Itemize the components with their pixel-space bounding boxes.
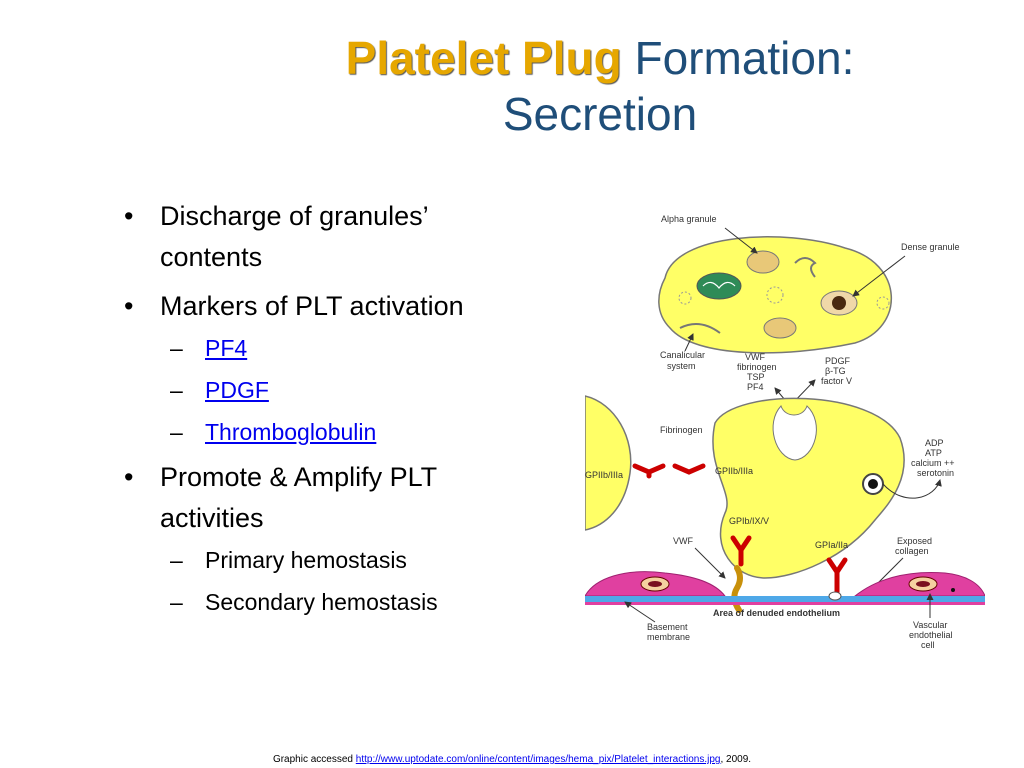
label-collagen: collagen [895, 546, 929, 556]
slide-title: Platelet Plug Formation: Secretion [300, 30, 900, 142]
bullet-promote: Promote & Amplify PLT activities [118, 457, 538, 539]
label-fibrinogen: Fibrinogen [660, 425, 703, 435]
label-atp: ATP [925, 448, 942, 458]
bullet-list: Discharge of granules’ contents Markers … [118, 196, 538, 623]
label-vwf-top: VWF [745, 352, 765, 362]
title-highlight: Platelet Plug [345, 32, 622, 84]
label-vwf: VWF [673, 536, 693, 546]
secreting-granule [772, 405, 817, 461]
receptor-gp2b3a [632, 463, 706, 479]
label-btg: β-TG [825, 366, 846, 376]
label-tsp: TSP [747, 372, 765, 382]
sub-bullet-pdgf: PDGF [118, 369, 538, 411]
sub-bullet-primary: Primary hemostasis [118, 539, 538, 581]
label-dense-granule: Dense granule [901, 242, 960, 252]
label-endothelial-3: cell [921, 640, 935, 650]
label-gp1b: GPIb/IX/V [729, 516, 769, 526]
mitochondrion [696, 272, 742, 300]
resting-platelet [658, 236, 892, 354]
label-alpha-granule: Alpha granule [661, 214, 717, 224]
label-basement-2: membrane [647, 632, 690, 642]
link-pf4[interactable]: PF4 [205, 335, 248, 361]
bullet-discharge: Discharge of granules’ contents [118, 196, 538, 278]
link-pdgf[interactable]: PDGF [205, 377, 269, 403]
title-line-1: Platelet Plug Formation: [300, 30, 900, 86]
label-serotonin: serotonin [917, 468, 954, 478]
sub-bullet-thromboglobulin: Thromboglobulin [118, 411, 538, 453]
endothelium-layer [585, 571, 985, 605]
label-canalicular-1: Canalicular [660, 350, 705, 360]
label-denuded: Area of denuded endothelium [713, 608, 840, 618]
label-pf4: PF4 [747, 382, 764, 392]
activated-platelet [712, 397, 905, 579]
receptor-gp1a [826, 557, 848, 595]
label-exposed: Exposed [897, 536, 932, 546]
label-gp2b3a-right: GPIIb/IIIa [715, 466, 753, 476]
label-gp2b3a-left: GPIIb/IIIa [585, 470, 623, 480]
sub-bullet-secondary: Secondary hemostasis [118, 581, 538, 623]
label-endothelial-1: Vascular [913, 620, 947, 630]
bullet-markers: Markers of PLT activation [118, 286, 538, 327]
platelet-interaction-diagram: Alpha granule Dense granule Canalicular … [585, 214, 985, 650]
label-factor-v: factor V [821, 376, 852, 386]
label-adp: ADP [925, 438, 944, 448]
label-calcium: calcium ++ [911, 458, 955, 468]
label-basement-1: Basement [647, 622, 688, 632]
sub-bullet-pf4: PF4 [118, 327, 538, 369]
adjacent-platelet [585, 395, 632, 531]
label-fibrinogen-top: fibrinogen [737, 362, 777, 372]
label-gp1a: GPIa/IIa [815, 540, 848, 550]
label-pdgf: PDGF [825, 356, 851, 366]
label-endothelial-2: endothelial [909, 630, 953, 640]
link-thromboglobulin[interactable]: Thromboglobulin [205, 419, 377, 445]
alpha-granule-shape [746, 250, 780, 274]
title-line-2: Secretion [502, 88, 698, 140]
citation-footer: Graphic accessed http://www.uptodate.com… [272, 754, 752, 765]
citation-link[interactable]: http://www.uptodate.com/online/content/i… [355, 754, 721, 765]
receptor-gp1b [730, 535, 752, 567]
label-canalicular-2: system [667, 361, 696, 371]
title-rest: Formation: [634, 32, 855, 84]
